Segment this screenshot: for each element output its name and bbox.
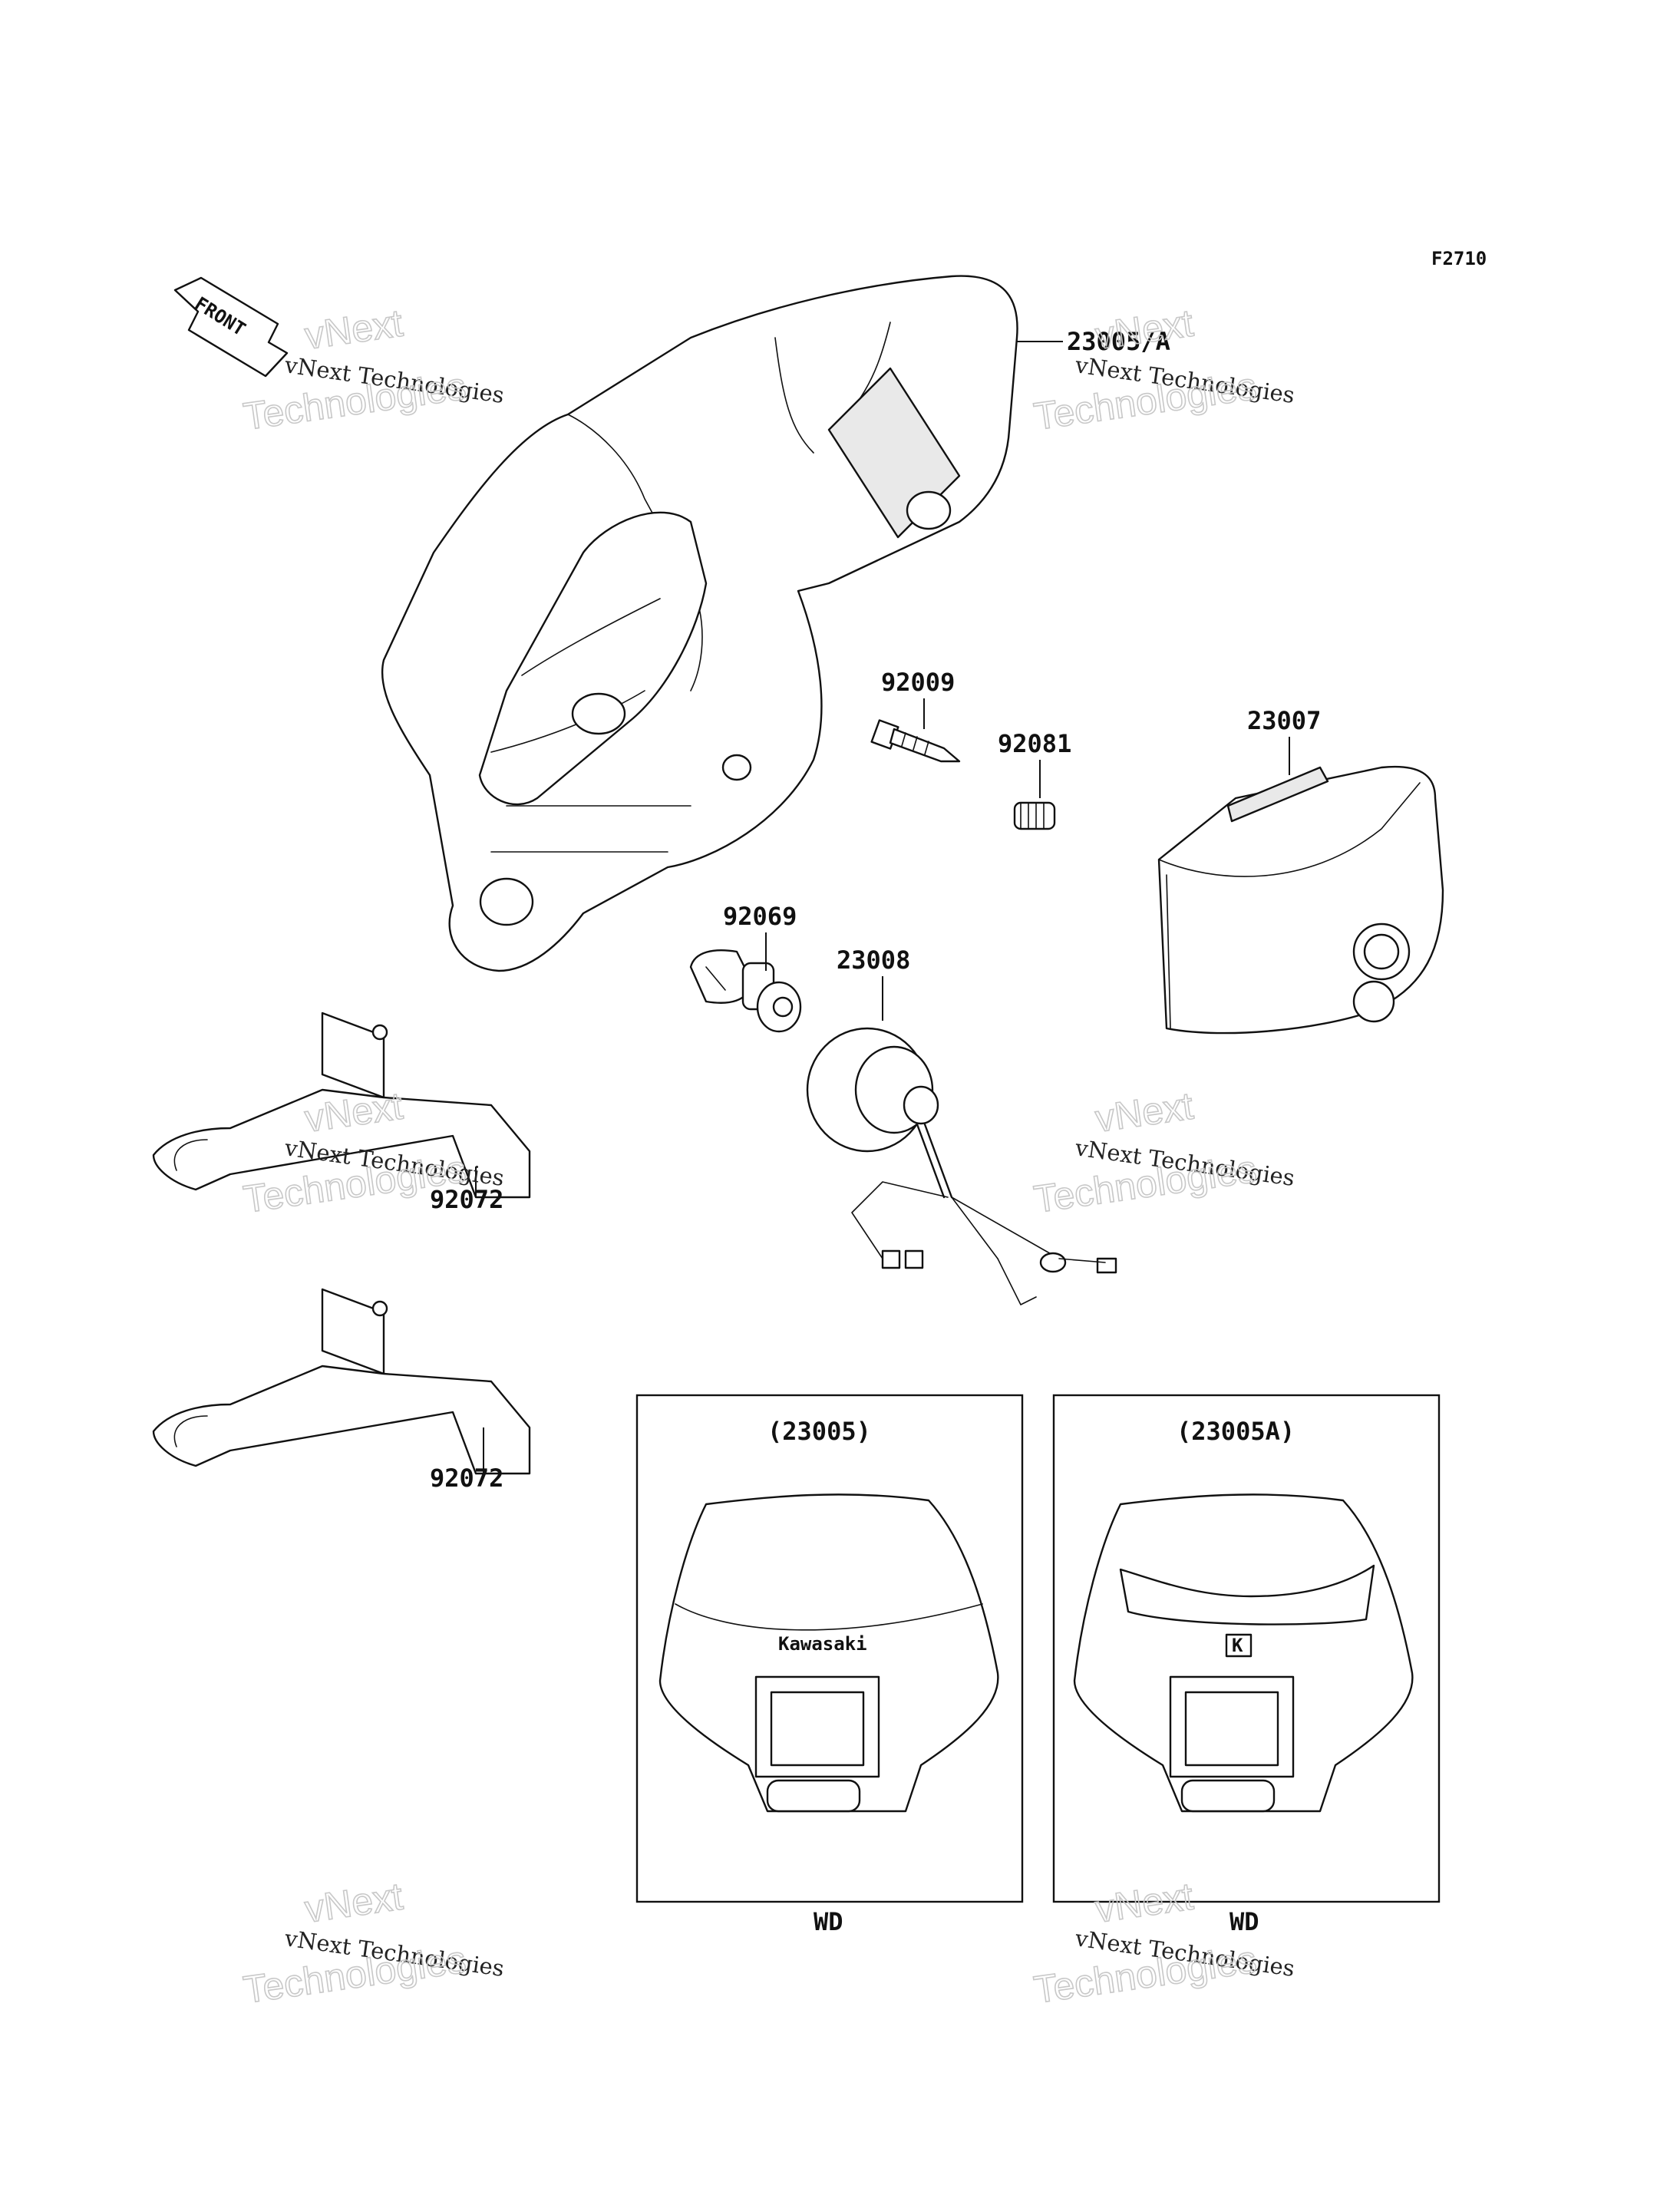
label-92009: 92009	[881, 668, 955, 697]
screw-part	[870, 719, 961, 763]
label-23005A: 23005/A	[1067, 327, 1170, 356]
svg-text:vNext: vNext	[302, 1875, 405, 1931]
headlight-cover	[381, 275, 1018, 972]
kawasaki-logo: Kawasaki	[778, 1633, 867, 1655]
variant-23005-panel: (23005) Kawasaki	[635, 1394, 1024, 1903]
label-23008: 23008	[837, 946, 910, 975]
watermark-6: vNext vNext Technologies Technologies	[1031, 1874, 1296, 2012]
watermark-2: vNext vNext Technologies Technologies	[1031, 301, 1296, 439]
socket-part	[806, 1027, 1117, 1305]
watermark-1: vNext vNext Technologies Technologies	[240, 301, 506, 439]
svg-text:vNext: vNext	[1093, 1084, 1196, 1140]
watermark-4: vNext vNext Technologies Technologies	[1031, 1084, 1296, 1222]
svg-text:vNext: vNext	[1093, 1875, 1196, 1931]
label-23007: 23007	[1247, 706, 1321, 735]
variant-23005-region: WD	[814, 1907, 843, 1936]
svg-text:vNext: vNext	[302, 302, 405, 358]
headlight-unit	[1157, 765, 1444, 1035]
variant-23005-code: (23005)	[767, 1417, 871, 1446]
label-92081: 92081	[998, 729, 1071, 758]
label-92072-lower: 92072	[430, 1464, 503, 1493]
label-92069: 92069	[723, 902, 797, 931]
k-logo: K	[1232, 1635, 1243, 1656]
bulb-part	[689, 949, 802, 1033]
watermark-5: vNext vNext Technologies Technologies	[240, 1874, 506, 2012]
stay-upper	[152, 1012, 531, 1199]
variant-23005A-panel: (23005A) K	[1052, 1394, 1441, 1903]
variant-23005A-region: WD	[1229, 1907, 1259, 1936]
label-92072-upper: 92072	[430, 1185, 503, 1214]
figure-code: F2710	[1431, 248, 1487, 269]
stay-lower	[152, 1288, 531, 1475]
svg-text:vNext: vNext	[1093, 302, 1196, 358]
spring-part	[1013, 801, 1056, 830]
variant-23005A-code: (23005A)	[1177, 1417, 1295, 1446]
front-arrow-icon: FRONT	[173, 276, 289, 378]
